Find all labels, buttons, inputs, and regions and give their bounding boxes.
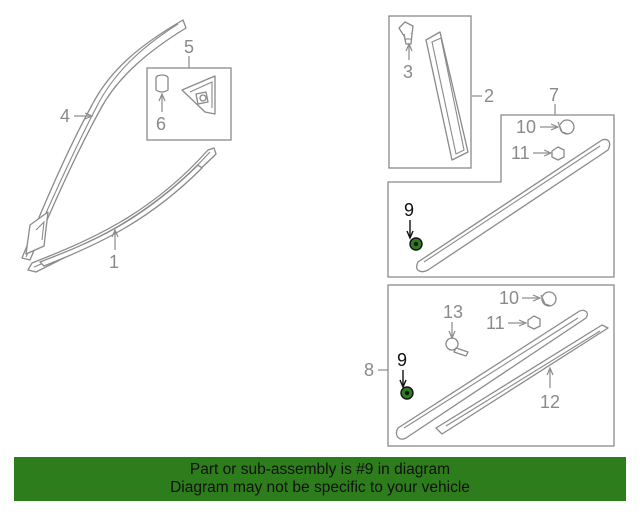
callout-labels: 1 2 3 4 5 6 7 8 9 9 10 11 10 11 12 13 (60, 37, 560, 412)
callout-2: 2 (484, 86, 494, 106)
info-banner: Part or sub-assembly is #9 in diagram Di… (14, 457, 626, 501)
rear-door-molding[interactable] (395, 309, 588, 440)
banner-line-1: Part or sub-assembly is #9 in diagram (189, 461, 451, 478)
callout-11-lower: 11 (486, 313, 505, 333)
nut-part-11-lower[interactable] (527, 315, 541, 330)
callout-12: 12 (540, 392, 560, 412)
cap-part-6[interactable] (155, 74, 169, 93)
banner-line-2: Diagram may not be specific to your vehi… (170, 479, 470, 496)
door-molding-box-part-7 (387, 114, 615, 278)
callout-5: 5 (184, 37, 194, 57)
callout-10-upper: 10 (516, 117, 536, 137)
pillar-applique-part-2[interactable] (425, 31, 469, 161)
callout-3: 3 (403, 62, 413, 82)
nut-part-11-upper[interactable] (551, 146, 565, 161)
callout-4: 4 (60, 106, 70, 126)
lower-molding-part-12[interactable] (435, 324, 609, 435)
drip-molding-part-1[interactable] (27, 147, 217, 273)
highlighted-clip-part-9-lower[interactable] (400, 386, 414, 400)
door-molding-box-part-8 (387, 284, 615, 447)
pillar-molding-part-4[interactable] (21, 19, 187, 261)
highlighted-clip-part-9-upper[interactable] (409, 237, 423, 251)
callout-8: 8 (364, 360, 374, 380)
callout-9-upper: 9 (404, 200, 414, 220)
corner-trim-part-5[interactable] (181, 75, 216, 115)
parts-diagram: 1 2 3 4 5 6 7 8 9 9 10 11 10 11 12 13 (21, 15, 615, 447)
callout-10-lower: 10 (499, 288, 519, 308)
inset-box-parts-2-3 (388, 15, 472, 169)
leader-lines (74, 42, 560, 389)
callout-7: 7 (549, 85, 559, 105)
front-door-molding[interactable] (416, 138, 611, 273)
callout-6: 6 (156, 114, 166, 134)
callout-13: 13 (443, 302, 463, 322)
callout-11-upper: 11 (511, 143, 530, 163)
callout-1: 1 (109, 252, 119, 272)
clip-part-10-lower[interactable] (540, 291, 557, 307)
callout-9-lower: 9 (397, 350, 407, 370)
inset-box-parts-5-6 (146, 67, 232, 141)
clip-part-10-upper[interactable] (557, 119, 575, 135)
